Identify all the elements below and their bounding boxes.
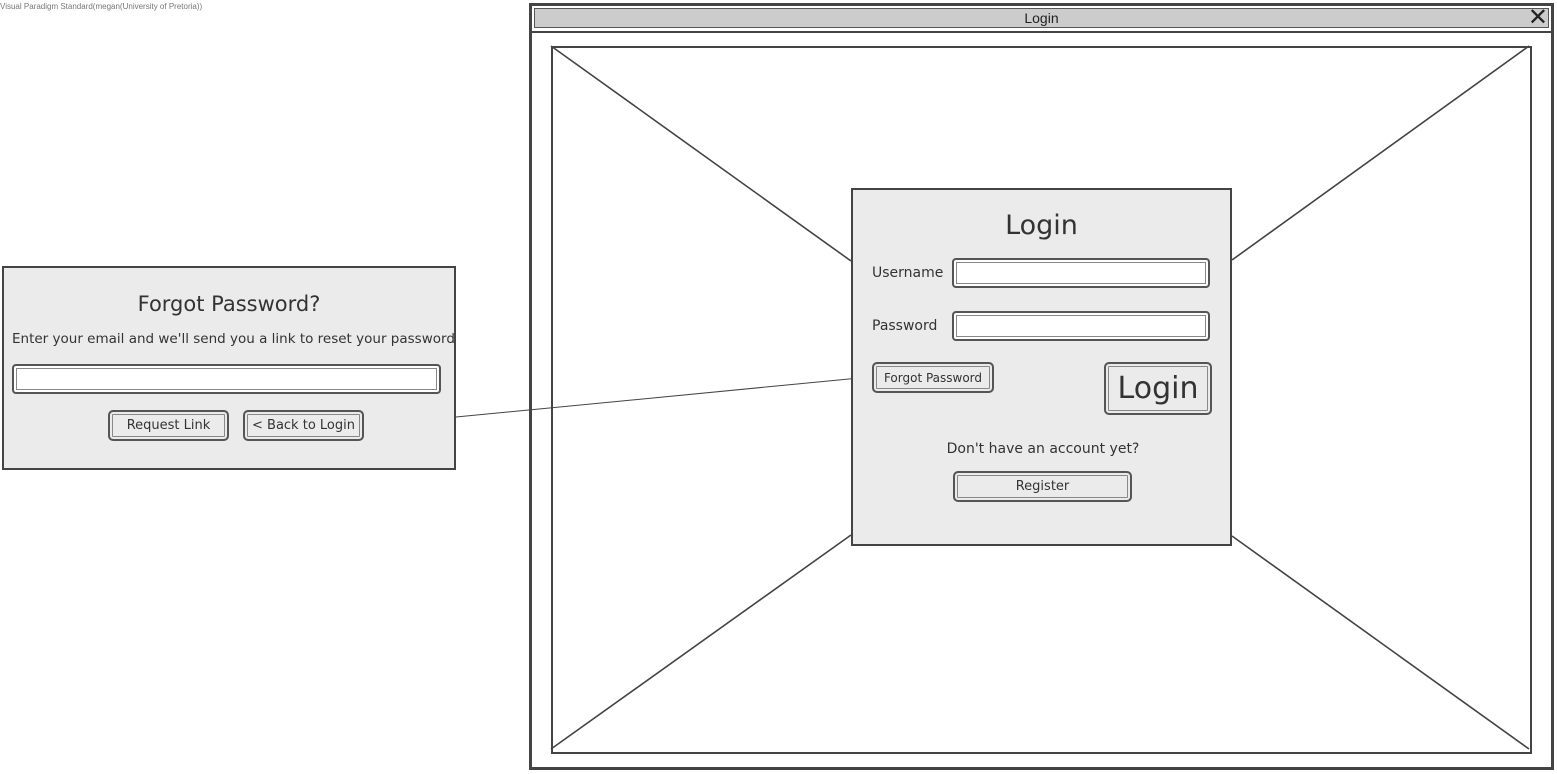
close-icon[interactable]: ✕ bbox=[1527, 3, 1548, 31]
back-to-login-button[interactable]: < Back to Login bbox=[243, 410, 364, 441]
username-input[interactable] bbox=[952, 258, 1210, 288]
window-title: Login bbox=[1024, 10, 1059, 26]
register-button[interactable]: Register bbox=[953, 471, 1132, 502]
login-heading: Login bbox=[1005, 210, 1078, 241]
email-input[interactable] bbox=[12, 364, 441, 394]
request-link-button[interactable]: Request Link bbox=[108, 410, 229, 441]
forgot-password-heading: Forgot Password? bbox=[137, 292, 321, 316]
no-account-text: Don't have an account yet? bbox=[946, 441, 1140, 457]
forgot-password-panel: Forgot Password? Enter your email and we… bbox=[2, 266, 456, 470]
password-input[interactable] bbox=[952, 311, 1210, 341]
forgot-password-button[interactable]: Forgot Password bbox=[872, 362, 994, 393]
forgot-password-instruction: Enter your email and we'll send you a li… bbox=[12, 331, 455, 347]
window-title-bar[interactable]: Login ✕ bbox=[534, 3, 1549, 31]
login-button[interactable]: Login bbox=[1104, 362, 1212, 415]
title-separator bbox=[532, 31, 1551, 33]
login-panel: Login Username Password Forgot Password … bbox=[851, 188, 1232, 546]
password-label: Password bbox=[872, 318, 938, 334]
watermark-text: Visual Paradigm Standard(megan(Universit… bbox=[0, 2, 203, 11]
username-label: Username bbox=[872, 265, 944, 281]
